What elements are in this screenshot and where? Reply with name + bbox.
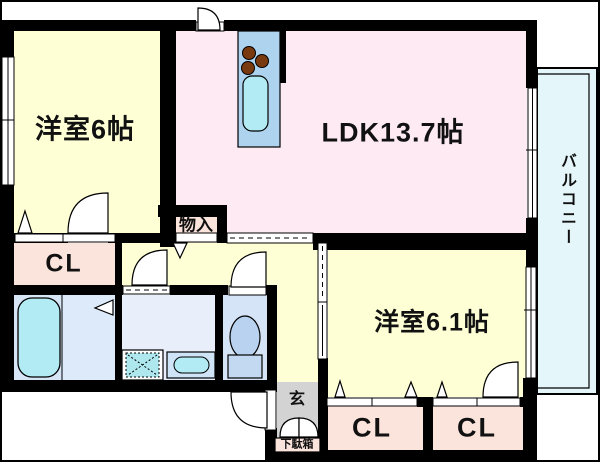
closet1-floor	[328, 403, 423, 450]
entrance-label: 玄	[288, 391, 306, 408]
storage-label: 物入	[179, 215, 213, 235]
western6-label: 洋室6帖	[34, 114, 136, 145]
ldk-label: LDK13.7帖	[321, 117, 465, 148]
closet2-door	[482, 361, 519, 398]
closet1-label: CL	[352, 412, 392, 443]
folding-door-symbols	[17, 209, 448, 398]
shoe-cabinet-door-left	[279, 417, 300, 438]
storage-track	[175, 232, 218, 243]
closet2-label: CL	[457, 412, 497, 443]
walls	[0, 20, 537, 462]
closet-upper-fold-icon	[17, 209, 33, 234]
bath-fold-icon	[93, 299, 114, 316]
washer-x-icon	[127, 354, 158, 376]
top-service-door	[197, 7, 221, 31]
balcony-label: バルコニー	[558, 152, 575, 248]
toilet-bowl	[229, 315, 261, 359]
kitchen-unit	[237, 30, 281, 148]
burner-icon	[242, 46, 256, 60]
shoe-cabinet-door-right	[298, 417, 319, 438]
entry-door	[230, 391, 268, 429]
kitchen-sink	[242, 75, 269, 132]
toilet-fixture	[227, 315, 263, 379]
western6-door	[67, 192, 109, 234]
shoe-cabinet-label: 下駄箱	[280, 438, 314, 451]
washroom-fixtures	[121, 349, 216, 381]
closet1-fold-icon	[404, 380, 418, 398]
storage-fold-icon	[172, 242, 188, 260]
shoe-cabinet-box	[274, 437, 321, 453]
closet2-fold-icon	[436, 380, 448, 398]
burner-icon	[241, 61, 255, 75]
toilet-tank	[227, 354, 263, 379]
closet1-fold-icon	[334, 378, 346, 398]
burner-icon	[255, 54, 269, 68]
closet2-floor	[433, 403, 523, 450]
opening-detail-lines	[0, 57, 537, 406]
western61-label: 洋室6.1帖	[374, 308, 490, 337]
corridor-floor	[277, 287, 318, 382]
balcony-area	[536, 67, 598, 395]
washroom-door	[131, 249, 168, 286]
closet-upper-label: CL	[45, 249, 83, 278]
balcony-railing-line	[537, 73, 590, 389]
ldk-floor	[176, 31, 527, 233]
bathtub	[17, 297, 61, 378]
closet-upper-floor	[14, 243, 115, 285]
closet-upper-track	[14, 233, 116, 243]
room-floors	[14, 31, 527, 450]
vanity-sink	[173, 356, 210, 374]
door-swings	[67, 7, 519, 438]
bath-fixtures	[17, 295, 63, 380]
toilet-door	[230, 251, 267, 288]
